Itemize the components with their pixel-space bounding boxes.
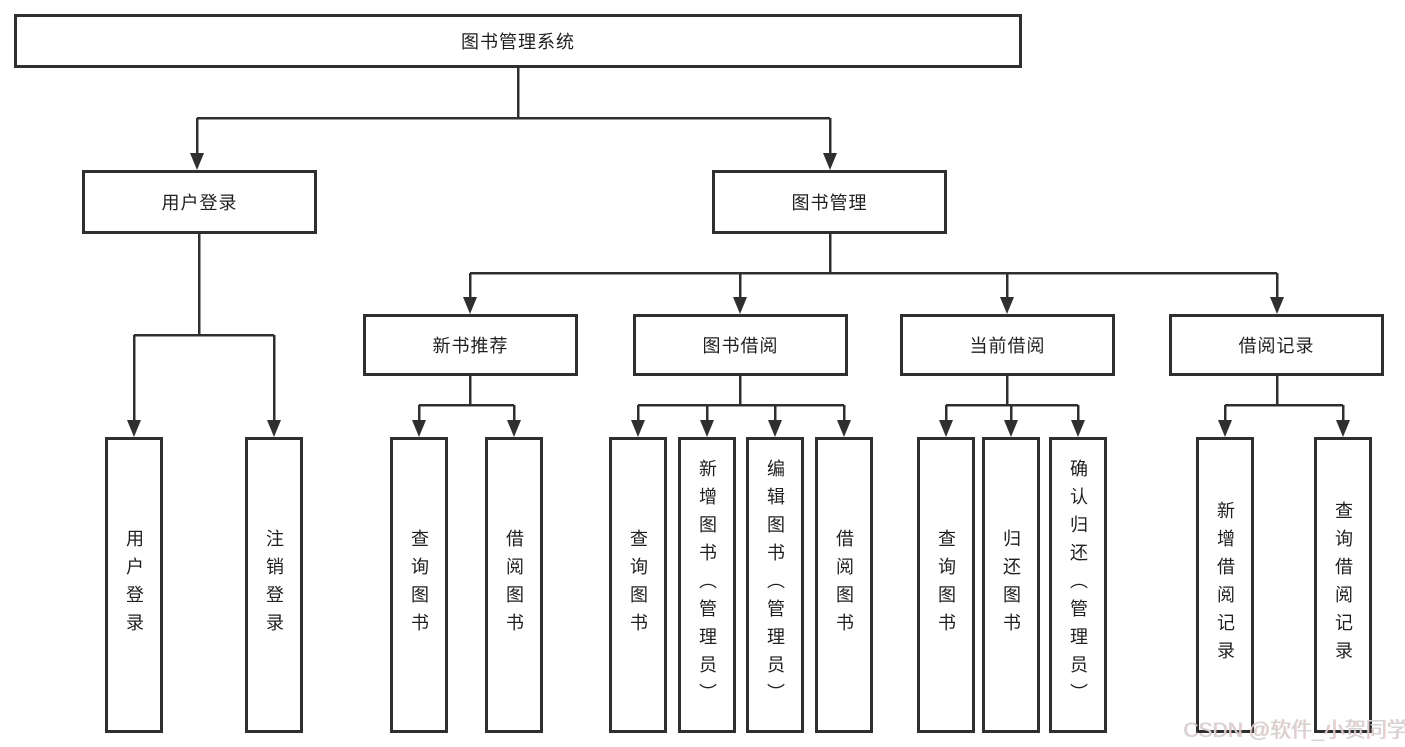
leaf-borrow-books-borrowing-label: 借阅图书 (834, 529, 854, 641)
arrowhead-icon (507, 420, 521, 437)
node-book-management-label: 图书管理 (791, 193, 868, 213)
leaf-query-books-borrowing-label: 查询图书 (628, 529, 648, 641)
leaf-query-books-borrowing: 查询图书 (609, 437, 667, 733)
arrowhead-icon (1270, 297, 1284, 314)
arrowhead-icon (700, 420, 714, 437)
arrowhead-icon (1004, 420, 1018, 437)
arrowhead-icon (1336, 420, 1350, 437)
arrowhead-icon (837, 420, 851, 437)
arrowhead-icon (733, 297, 747, 314)
node-new-book-recommend-label: 新书推荐 (432, 336, 509, 356)
leaf-confirm-return-admin: 确认归还（管理员） (1049, 437, 1107, 733)
node-book-management: 图书管理 (712, 170, 947, 234)
node-book-borrowing: 图书借阅 (633, 314, 848, 376)
leaf-add-books-admin-label: 新增图书（管理员） (697, 459, 717, 711)
node-user-login: 用户登录 (82, 170, 317, 234)
leaf-query-books-recommend: 查询图书 (390, 437, 448, 733)
arrowhead-icon (1000, 297, 1014, 314)
node-user-login-label: 用户登录 (161, 193, 238, 213)
leaf-borrow-books-recommend: 借阅图书 (485, 437, 543, 733)
arrowhead-icon (631, 420, 645, 437)
arrowhead-icon (190, 153, 204, 170)
arrowhead-icon (412, 420, 426, 437)
node-root-label: 图书管理系统 (461, 32, 575, 52)
arrowhead-icon (127, 420, 141, 437)
node-current-borrowing-label: 当前借阅 (969, 336, 1046, 356)
arrowhead-icon (823, 153, 837, 170)
arrowhead-icon (1218, 420, 1232, 437)
leaf-return-books-label: 归还图书 (1001, 529, 1021, 641)
leaf-confirm-return-admin-label: 确认归还（管理员） (1068, 459, 1088, 711)
arrowhead-icon (463, 297, 477, 314)
leaf-query-borrow-record: 查询借阅记录 (1314, 437, 1372, 733)
node-root: 图书管理系统 (14, 14, 1022, 68)
leaf-query-borrow-record-label: 查询借阅记录 (1333, 501, 1353, 669)
arrowhead-icon (939, 420, 953, 437)
arrowhead-icon (1071, 420, 1085, 437)
leaf-query-books-recommend-label: 查询图书 (409, 529, 429, 641)
arrowhead-icon (267, 420, 281, 437)
connector-path (132, 68, 1345, 424)
node-borrowing-records: 借阅记录 (1169, 314, 1384, 376)
node-book-borrowing-label: 图书借阅 (702, 336, 779, 356)
leaf-edit-books-admin: 编辑图书（管理员） (746, 437, 804, 733)
leaf-add-books-admin: 新增图书（管理员） (678, 437, 736, 733)
node-borrowing-records-label: 借阅记录 (1238, 336, 1315, 356)
leaf-add-borrow-record: 新增借阅记录 (1196, 437, 1254, 733)
leaf-query-books-current: 查询图书 (917, 437, 975, 733)
leaf-return-books: 归还图书 (982, 437, 1040, 733)
leaf-borrow-books-borrowing: 借阅图书 (815, 437, 873, 733)
leaf-user-login-label: 用户登录 (124, 529, 144, 641)
csdn-watermark: CSDN @软件_小贺同学 (1183, 719, 1405, 742)
leaf-logout: 注销登录 (245, 437, 303, 733)
leaf-borrow-books-recommend-label: 借阅图书 (504, 529, 524, 641)
leaf-user-login: 用户登录 (105, 437, 163, 733)
arrowheads (127, 153, 1350, 437)
leaf-logout-label: 注销登录 (264, 529, 284, 641)
node-current-borrowing: 当前借阅 (900, 314, 1115, 376)
arrowhead-icon (768, 420, 782, 437)
leaf-query-books-current-label: 查询图书 (936, 529, 956, 641)
node-new-book-recommend: 新书推荐 (363, 314, 578, 376)
leaf-add-borrow-record-label: 新增借阅记录 (1215, 501, 1235, 669)
leaf-edit-books-admin-label: 编辑图书（管理员） (765, 459, 785, 711)
